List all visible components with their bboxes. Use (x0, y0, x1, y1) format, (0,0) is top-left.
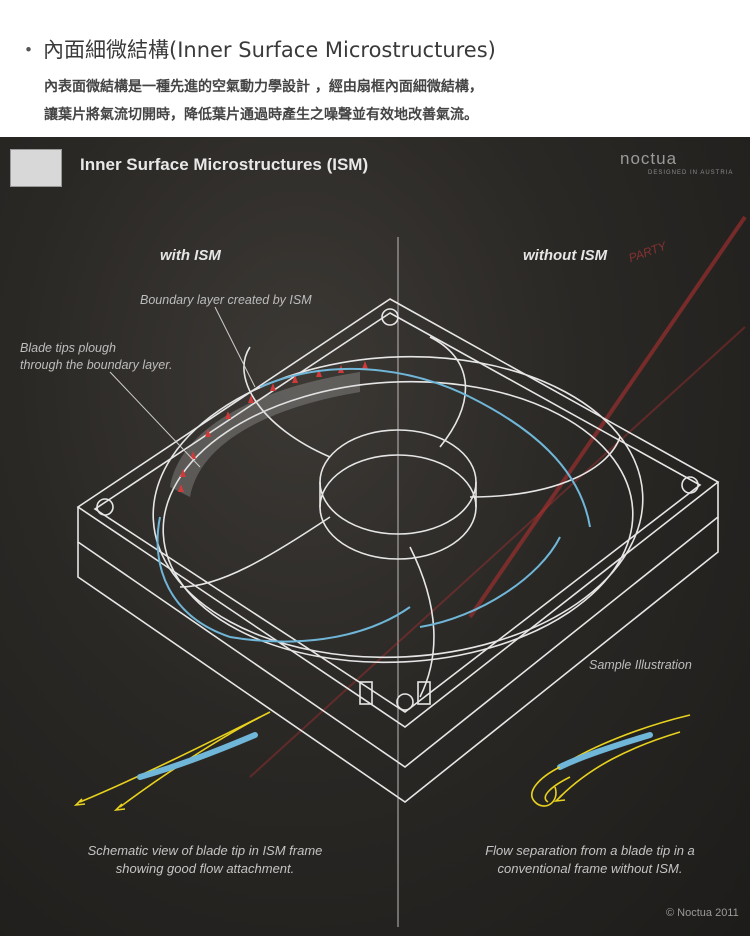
boundary-layer (170, 372, 360, 497)
right-caption-line-2: conventional frame without ISM. (497, 861, 683, 876)
fan-illustration (73, 215, 747, 927)
without-ism-label: without ISM (523, 247, 608, 264)
ism-illustration-panel: Inner Surface Microstructures (ISM) noct… (0, 137, 750, 936)
left-caption: Schematic view of blade tip in ISM frame… (40, 842, 370, 878)
left-caption-line-1: Schematic view of blade tip in ISM frame (87, 843, 323, 858)
blade-tips-annotation-1: Blade tips plough (20, 341, 116, 355)
description-line-1: 內表面微結構是一種先進的空氣動力學設計 ，經由扇框內面細微結構， (44, 79, 483, 95)
section-description: 內表面微結構是一種先進的空氣動力學設計 ，經由扇框內面細微結構， 讓葉片將氣流切… (44, 73, 734, 129)
section-title-text: 內面細微結構(Inner Surface Microstructures) (43, 38, 496, 62)
flow-right (531, 714, 691, 807)
fan-logo-icon (10, 149, 62, 187)
copyright-note: © Noctua 2011 (666, 907, 739, 919)
description-line-2: 讓葉片將氣流切開時，降低葉片通過時產生之噪聲並有效地改善氣流。 (44, 107, 478, 123)
bullet-mark: ・ (18, 38, 39, 62)
panel-title: Inner Surface Microstructures (ISM) (80, 155, 369, 174)
blade-tips-annotation-2: through the boundary layer. (20, 358, 173, 372)
noctua-logo: noctua (620, 149, 678, 168)
blade-tip-lines (156, 367, 591, 643)
section-title: ・內面細微結構(Inner Surface Microstructures) (18, 34, 496, 64)
right-caption: Flow separation from a blade tip in a co… (440, 842, 740, 878)
with-ism-label: with ISM (160, 247, 221, 264)
sample-illustration-note: Sample Illustration (589, 658, 692, 672)
header-section: ・內面細微結構(Inner Surface Microstructures) 內… (0, 0, 750, 137)
right-caption-line-1: Flow separation from a blade tip in a (485, 843, 695, 858)
watermark-stripe-2 (249, 326, 746, 778)
noctua-tagline: DESIGNED IN AUSTRIA (648, 170, 734, 176)
flow-left (73, 711, 271, 812)
callout-lines (109, 306, 256, 468)
fan-frame (76, 298, 720, 803)
boundary-layer-annotation: Boundary layer created by ISM (140, 293, 312, 307)
watermark-stripe (468, 215, 747, 619)
left-caption-line-2: showing good flow attachment. (115, 861, 295, 876)
